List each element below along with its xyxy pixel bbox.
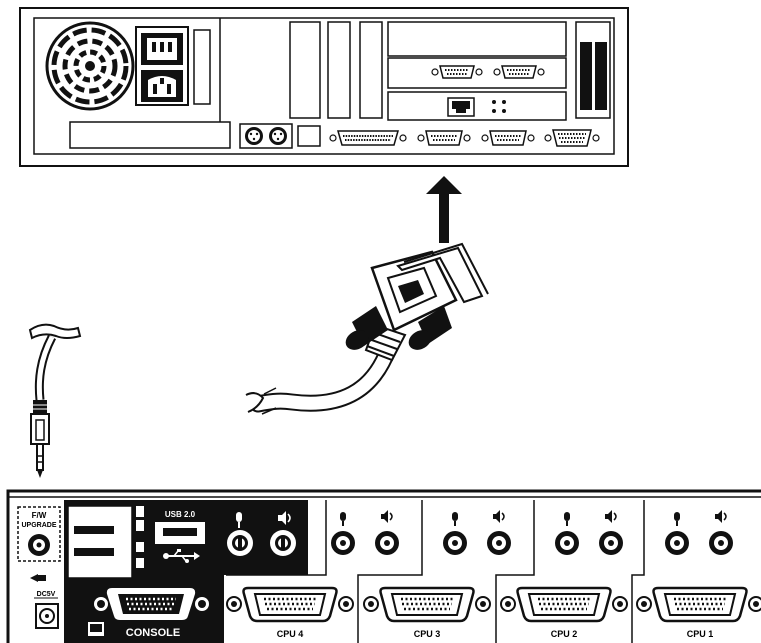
speaker-jack — [487, 531, 511, 555]
speaker-icon — [715, 510, 727, 523]
speaker-icon — [605, 510, 617, 523]
serial-port — [481, 130, 535, 146]
microphone-icon — [340, 512, 346, 526]
console-vga-port: CONSOLE — [88, 588, 209, 639]
cpu-port-label: CPU 3 — [414, 629, 441, 639]
ps2-ports — [239, 123, 321, 149]
cpu-port-label: CPU 2 — [551, 629, 578, 639]
io-shield-blank — [69, 121, 231, 149]
arrow-up-icon — [426, 176, 462, 243]
serial-port — [417, 130, 471, 146]
vga-connector — [345, 242, 489, 362]
console-mic-jack — [227, 512, 253, 556]
usb-port-stack — [67, 505, 144, 579]
mic-jack — [665, 531, 689, 555]
expansion-slot — [359, 21, 383, 119]
cpu-port-cpu-4: CPU 4 — [226, 510, 399, 639]
speaker-icon — [493, 510, 505, 523]
fw-upgrade-port: F/W UPGRADE — [17, 506, 61, 562]
fw-label: F/W — [32, 511, 47, 520]
vga-port — [500, 586, 628, 623]
upgrade-label: UPGRADE — [21, 522, 56, 529]
vga-port — [363, 586, 491, 623]
serial-port — [493, 65, 545, 79]
vga-port — [226, 586, 354, 623]
mic-jack — [331, 531, 355, 555]
computer-rear-panel — [19, 7, 629, 167]
cpu-port-cpu-1: CPU 1 — [636, 510, 761, 639]
audio-cable — [28, 323, 82, 478]
expansion-card — [387, 21, 567, 57]
vga-cable — [245, 341, 397, 415]
vga-port — [544, 129, 600, 147]
vga-port — [636, 586, 761, 623]
mic-jack — [443, 531, 467, 555]
power-sockets — [135, 26, 211, 106]
vent-slot — [595, 42, 607, 110]
console-speaker-jack — [270, 511, 296, 556]
cpu-port-cpu-2: CPU 2 — [500, 510, 628, 639]
dc-label: DC5V — [37, 591, 56, 598]
usb-icon — [163, 549, 200, 563]
parallel-port — [329, 130, 407, 146]
cpu-port-sections: CPU 4 CPU 3 CPU 2 CPU 1 — [226, 510, 761, 639]
speaker-icon — [278, 511, 291, 525]
cpu-port-label: CPU 1 — [687, 629, 714, 639]
speaker-icon — [381, 510, 393, 523]
fan-grille — [45, 21, 135, 111]
microphone-icon — [452, 512, 458, 526]
cpu-port-label: CPU 4 — [277, 629, 304, 639]
microphone-icon — [674, 512, 680, 526]
usb-2-label: USB 2.0 — [165, 510, 196, 519]
speaker-jack — [599, 531, 623, 555]
network-card — [387, 91, 567, 121]
expansion-slot — [327, 21, 351, 119]
usb-2-port: USB 2.0 — [155, 510, 205, 563]
power-icon — [30, 574, 46, 582]
cpu-port-cpu-3: CPU 3 — [363, 510, 511, 639]
vent-slot — [580, 42, 592, 110]
dc-power-jack: DC5V — [30, 574, 59, 629]
microphone-icon — [564, 512, 570, 526]
expansion-slot — [289, 21, 321, 119]
speaker-jack — [375, 531, 399, 555]
mic-jack — [555, 531, 579, 555]
kvm-switch-rear-panel: F/W UPGRADE DC5V — [6, 489, 761, 643]
serial-port — [431, 65, 483, 79]
speaker-jack — [709, 531, 733, 555]
microphone-icon — [236, 512, 242, 528]
console-label: CONSOLE — [126, 627, 180, 639]
